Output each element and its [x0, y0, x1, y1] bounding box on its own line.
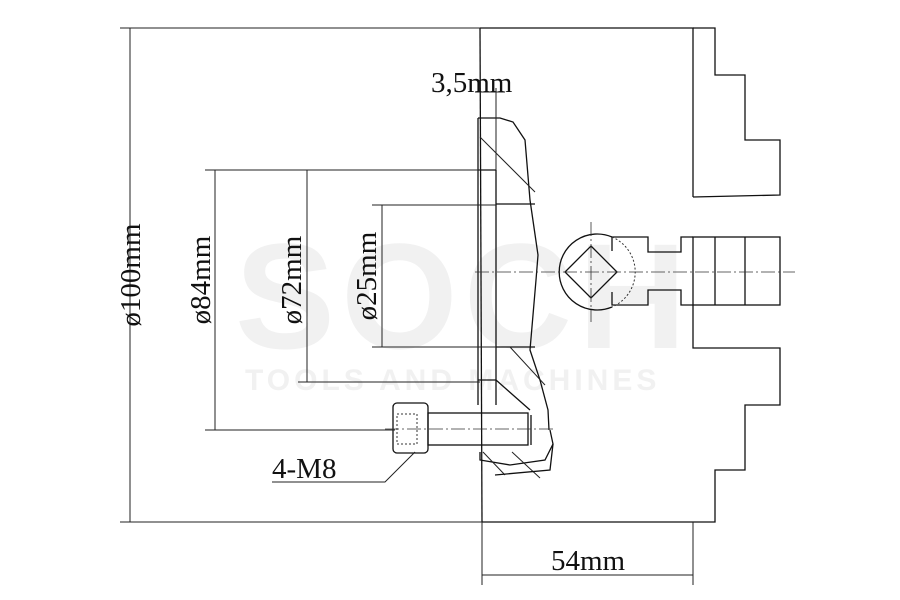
spigot-depth-label: 3,5mm: [431, 67, 513, 99]
spigot-diameter-label: ø72mm: [276, 235, 308, 324]
bore-diameter-label: ø25mm: [351, 231, 383, 320]
body-height-label: 54mm: [551, 545, 626, 577]
chuck-body: [479, 27, 781, 523]
m8-bolt: [385, 402, 555, 454]
middle-jaw: [611, 236, 781, 306]
bolt-circle-label: ø84mm: [185, 235, 217, 324]
outer-diameter-label: ø100mm: [115, 223, 147, 327]
watermark: SOCH TOOLS AND MACHINES: [235, 212, 692, 397]
watermark-logo: SOCH: [235, 212, 692, 380]
dimension-lines: [120, 27, 694, 585]
top-jaw: [692, 27, 781, 198]
watermark-tagline: TOOLS AND MACHINES: [245, 364, 660, 397]
back-plate: [477, 117, 554, 479]
bolts-label: 4-M8: [272, 453, 336, 485]
